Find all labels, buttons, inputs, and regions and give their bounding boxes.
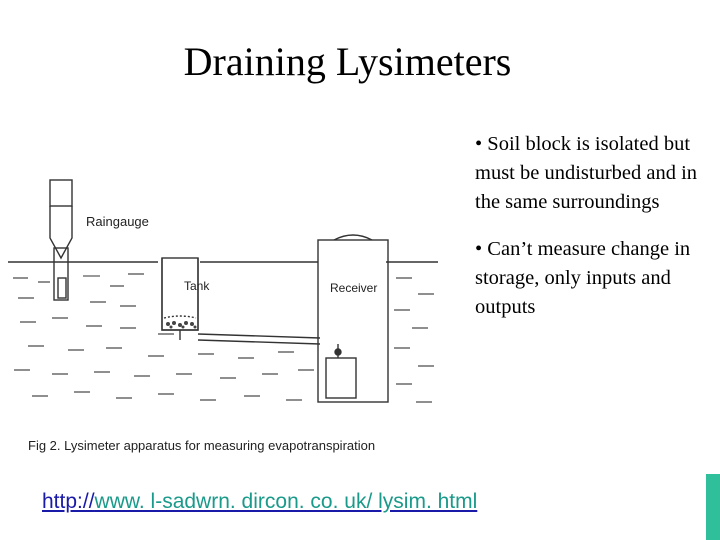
lysimeter-diagram: Raingauge Tank Receiver Fig 2. Lysimeter… — [8, 179, 438, 453]
link-box: http://www. l-sadwrn. dircon. co. uk/ ly… — [0, 474, 706, 540]
link-protocol: http:// — [42, 490, 95, 513]
raingauge-label: Raingauge — [86, 214, 149, 229]
receiver-label: Receiver — [330, 281, 377, 295]
link-address: www. l-sadwrn. dircon. co. uk/ lysim. ht… — [94, 490, 478, 513]
figure-caption: Fig 2. Lysimeter apparatus for measuring… — [28, 438, 375, 453]
slide-title: Draining Lysimeters — [183, 39, 512, 84]
source-link[interactable]: http://www. l-sadwrn. dircon. co. uk/ ly… — [42, 490, 477, 514]
tank-label: Tank — [184, 279, 210, 293]
footer-bar: http://www. l-sadwrn. dircon. co. uk/ ly… — [0, 474, 720, 540]
bullet-item: • Can’t measure change in storage, only … — [475, 238, 691, 318]
bullet-list: • Soil block is isolated but must be und… — [475, 130, 715, 340]
bullet-item: • Soil block is isolated but must be und… — [475, 133, 698, 213]
